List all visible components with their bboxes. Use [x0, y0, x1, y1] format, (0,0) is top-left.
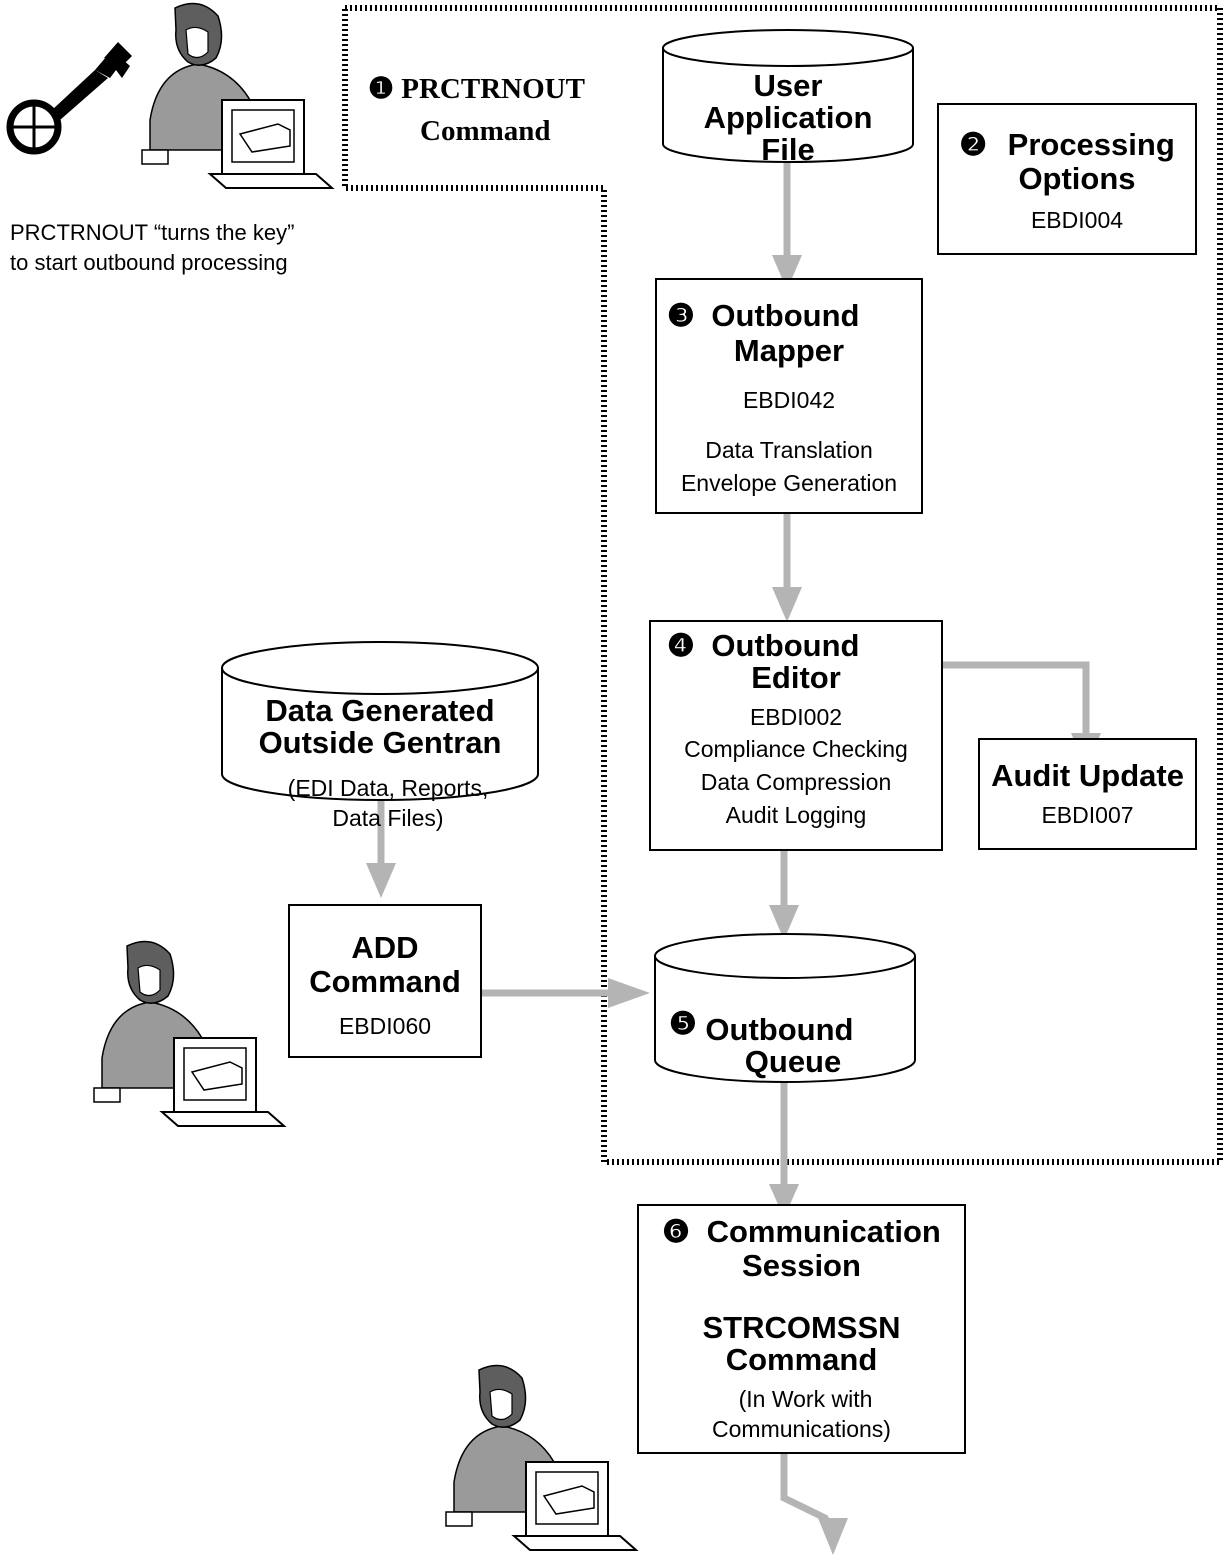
communication-session-box: ❻ Communication Session STRCOMSSN Comman… — [637, 1204, 966, 1454]
step-number-1: ❶ — [368, 73, 394, 105]
outbound-mapper-program: EBDI042 — [742, 387, 836, 413]
outbound-queue-title-2: Queue — [744, 1044, 842, 1079]
arrowhead-queue-from-add — [608, 978, 650, 1008]
communication-session-title-2: Session — [742, 1248, 861, 1283]
user-application-file: User Application File — [663, 70, 913, 166]
outbound-queue-cylinder — [654, 933, 916, 1083]
prctrnout-command-label: ❶ PRCTRNOUT Command — [368, 68, 608, 152]
key-icon — [6, 42, 132, 155]
uaf-line1: User — [753, 68, 823, 103]
processing-options-title: Processing — [1007, 127, 1175, 162]
outbound-editor-function-3: Audit Logging — [725, 802, 867, 828]
person-at-computer-icon — [141, 2, 335, 189]
arrowhead-mapper — [772, 255, 802, 290]
outside-data-line1: Data Generated — [265, 693, 495, 728]
processing-options-title-2: Options — [1018, 161, 1136, 196]
outside-data-line2: Outside Gentran — [258, 725, 502, 760]
communication-session-detail2: Communications) — [712, 1416, 891, 1442]
outbound-editor-title-2: Editor — [751, 660, 841, 695]
strcomssn-command-2: Command — [725, 1342, 878, 1377]
step-number-6: ❻ — [662, 1214, 690, 1249]
communication-session-detail1: (In Work with — [738, 1386, 873, 1412]
uaf-line2: Application — [703, 100, 873, 135]
uaf-line3: File — [761, 132, 815, 167]
outbound-editor-title: Outbound — [711, 628, 860, 663]
add-command-box: ADD Command EBDI060 — [288, 904, 482, 1058]
outside-data: Data Generated Outside Gentran (EDI Data… — [222, 695, 538, 833]
prctrnout-region-border — [342, 5, 1223, 1165]
outbound-mapper-title-2: Mapper — [733, 333, 845, 368]
outbound-editor-function-1: Compliance Checking — [684, 736, 908, 762]
arrow-editor-to-audit — [943, 661, 1090, 738]
outbound-mapper-box: ❸ Outbound Mapper EBDI042 Data Translati… — [655, 278, 923, 514]
communication-session-title: Communication — [706, 1214, 941, 1249]
person-at-computer-icon-2 — [93, 940, 287, 1127]
outbound-editor-box: ❹ Outbound Editor EBDI002 Compliance Che… — [649, 620, 943, 851]
key-caption-line2: to start outbound processing — [10, 250, 288, 275]
step-number-2: ❷ — [959, 127, 988, 162]
command-title: Command — [420, 115, 551, 147]
audit-update-box: Audit Update EBDI007 — [978, 738, 1197, 850]
strcomssn-command: STRCOMSSN — [702, 1310, 901, 1345]
outbound-mapper-function-1: Data Translation — [705, 437, 873, 463]
add-command-title-2: Command — [309, 964, 461, 999]
user-application-file-cylinder — [662, 29, 914, 163]
step-number-3: ❸ — [667, 298, 695, 333]
arrowhead-add — [366, 863, 396, 898]
outbound-mapper-title: Outbound — [711, 298, 860, 333]
outbound-mapper-function-2: Envelope Generation — [680, 470, 898, 496]
outside-data-detail1: (EDI Data, Reports, — [287, 775, 489, 801]
person-at-computer-icon-3 — [445, 1364, 639, 1551]
processing-options-program: EBDI004 — [1030, 207, 1124, 233]
outbound-queue-title: Outbound — [705, 1012, 854, 1047]
add-command-program: EBDI060 — [338, 1013, 432, 1039]
arrow-session-out — [780, 1454, 834, 1530]
arrowhead-queue — [769, 905, 799, 940]
audit-update-title: Audit Update — [991, 758, 1184, 793]
arrowhead-out — [818, 1518, 848, 1555]
processing-options-box: ❷ Processing Options EBDI004 — [937, 103, 1197, 255]
outside-data-detail2: Data Files) — [332, 805, 444, 831]
arrowhead-session — [769, 1184, 799, 1218]
add-command-title: ADD — [351, 930, 419, 965]
key-caption: PRCTRNOUT “turns the key” to start outbo… — [10, 218, 294, 278]
audit-update-program: EBDI007 — [1041, 802, 1134, 828]
outside-data-cylinder — [221, 641, 539, 801]
step-number-4: ❹ — [667, 628, 695, 663]
prctrnout-title: PRCTRNOUT — [401, 73, 585, 105]
outbound-editor-program: EBDI002 — [749, 704, 843, 730]
step-number-5: ❺ — [669, 1006, 697, 1041]
outbound-editor-function-2: Data Compression — [700, 769, 892, 795]
arrowhead-editor — [772, 587, 802, 622]
outbound-queue: ❺ Outbound Queue — [665, 1008, 905, 1078]
key-caption-line1: PRCTRNOUT “turns the key” — [10, 220, 295, 245]
